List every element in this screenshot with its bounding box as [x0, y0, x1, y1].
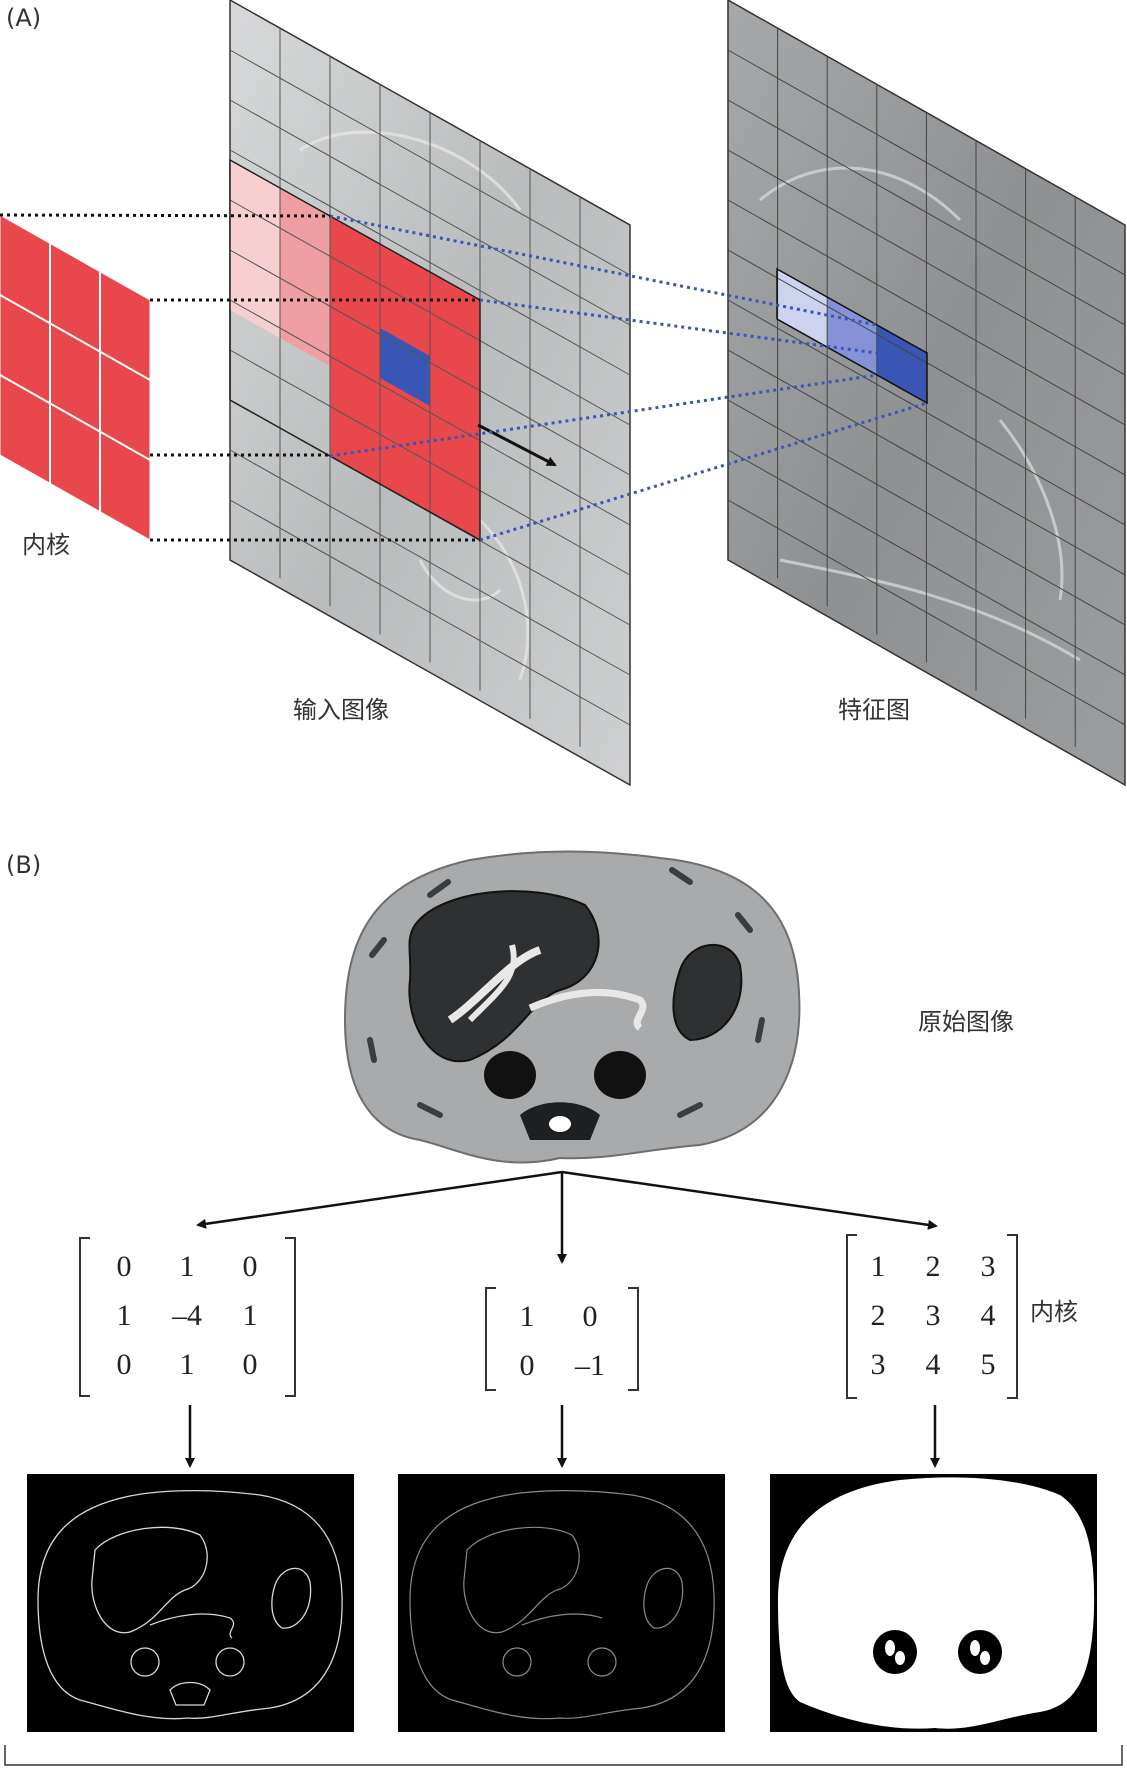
smoothing-kernel-matrix: 1 2 3 2 3 4 3 4 5: [846, 1234, 1018, 1399]
matrix-cell: –1: [574, 1349, 605, 1382]
matrix-cell: 1: [180, 1250, 195, 1283]
matrix-cell: 1: [871, 1250, 886, 1283]
panel-b-tag: (B): [6, 851, 41, 879]
matrix-cell: 2: [926, 1250, 941, 1283]
matrix-cell: 1: [520, 1300, 535, 1333]
matrix-cell: 2: [871, 1299, 886, 1332]
input-image-grid: [229, 0, 631, 787]
matrix-cell: 4: [981, 1299, 996, 1332]
laplacian-output-image: [27, 1474, 354, 1732]
matrix-cell: 1: [243, 1299, 258, 1332]
matrix-cell: 0: [583, 1300, 598, 1333]
matrix-cell: 0: [117, 1250, 132, 1283]
diagonal-output-image: [398, 1474, 725, 1732]
panel-a-tag: (A): [6, 4, 41, 32]
matrix-cell: 1: [117, 1299, 132, 1332]
matrix-cell: 4: [926, 1348, 941, 1381]
smoothing-output-image: [770, 1474, 1097, 1732]
matrix-cell: 1: [180, 1348, 195, 1381]
bottom-bracket: [4, 1745, 1123, 1766]
original-ct-illustration: [343, 850, 801, 1164]
matrix-cell: 3: [871, 1348, 886, 1381]
matrix-cell: –4: [171, 1299, 202, 1332]
matrix-cell: 3: [981, 1250, 996, 1283]
original-image-label: 原始图像: [918, 1008, 1014, 1036]
matrix-cell: 5: [981, 1348, 996, 1381]
matrix-cell: 0: [117, 1348, 132, 1381]
matrix-cell: 3: [926, 1299, 941, 1332]
kernel-label: 内核: [22, 531, 70, 559]
kernel-projection-lines: [0, 213, 480, 542]
feature-projection-lines: [329, 214, 928, 542]
branch-arrows: [196, 1170, 938, 1264]
laplacian-kernel-matrix: 0 1 0 1 –4 1 0 1 0: [79, 1237, 296, 1397]
matrix-cell: 0: [243, 1348, 258, 1381]
kernel-label-b: 内核: [1030, 1298, 1078, 1326]
input-image-label: 输入图像: [293, 696, 389, 724]
matrix-cell: 0: [520, 1349, 535, 1382]
feature-map-label: 特征图: [838, 696, 910, 724]
feature-map-grid: [727, 0, 1126, 787]
diagonal-kernel-matrix: 1 0 0 –1: [485, 1287, 639, 1391]
kernel-grid: [0, 214, 151, 541]
output-arrows: [185, 1405, 940, 1468]
matrix-cell: 0: [243, 1250, 258, 1283]
